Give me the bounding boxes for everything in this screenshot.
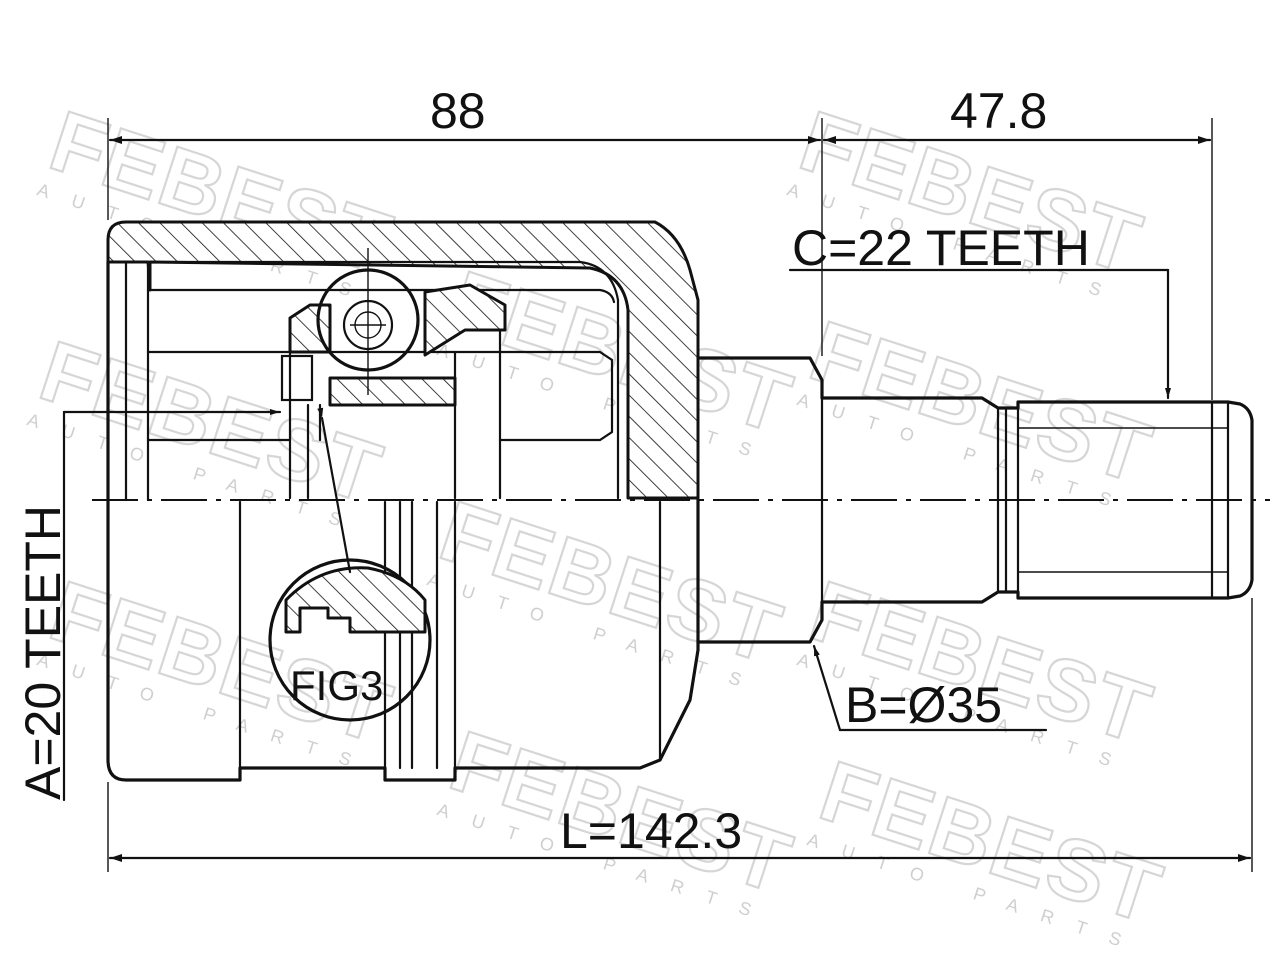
dim-88: 88 (107, 83, 823, 356)
dim-47-8-label: 47.8 (950, 83, 1047, 139)
dim-47-8: 47.8 (822, 83, 1213, 400)
callout-c-label: C=22 TEETH (792, 220, 1090, 276)
housing-section (106, 220, 700, 502)
callout-b: B=Ø35 (812, 644, 1048, 733)
fig3-label: FIG3 (290, 662, 383, 709)
dim-total: L=142.3 (107, 598, 1253, 872)
callout-a-label: A=20 TEETH (15, 505, 71, 800)
callout-b-label: B=Ø35 (845, 677, 1002, 733)
dim-total-label: L=142.3 (560, 803, 742, 859)
housing-body (106, 498, 700, 782)
callout-c: C=22 TEETH (788, 220, 1171, 400)
dim-88-label: 88 (430, 83, 486, 139)
housing-shell-section (106, 220, 700, 500)
callout-a: A=20 TEETH (15, 409, 282, 802)
fig3-detail: FIG3 (268, 407, 432, 722)
roller-section (288, 303, 332, 354)
watermark-logo: FEBEST (429, 483, 793, 683)
stub-shaft (696, 356, 1254, 644)
